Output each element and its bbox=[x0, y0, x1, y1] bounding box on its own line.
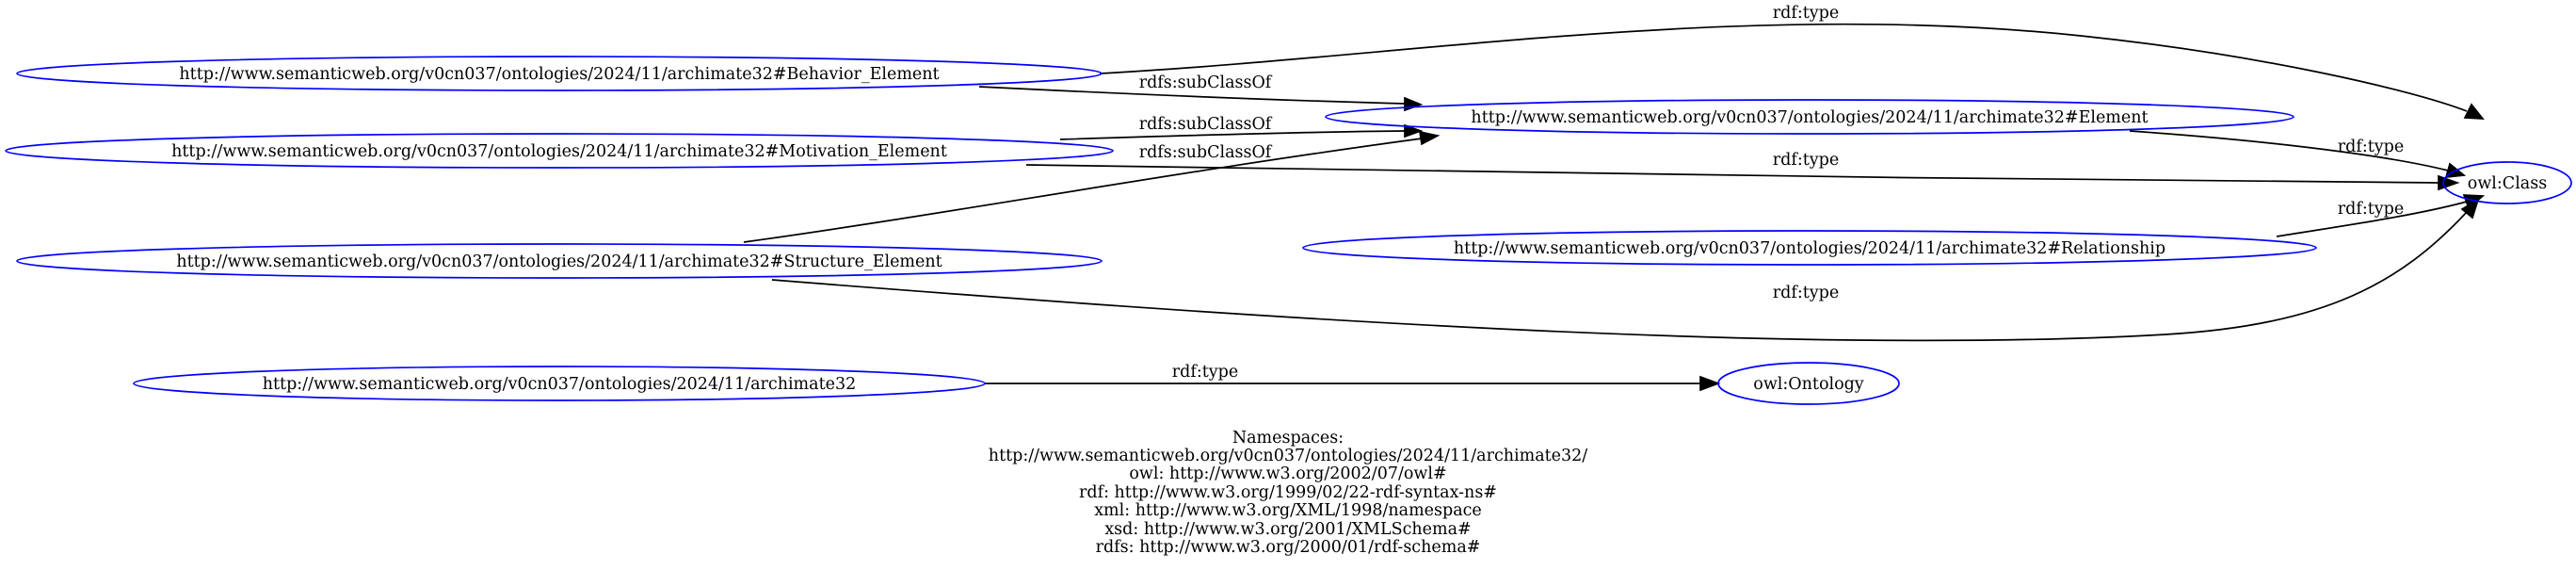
edge-label-motivation-subclassof: rdfs:subClassOf bbox=[1139, 115, 1273, 134]
node-element[interactable]: http://www.semanticweb.org/v0cn037/ontol… bbox=[1325, 99, 2294, 135]
edge-behavior-subclassof: rdfs:subClassOf bbox=[978, 73, 1424, 112]
node-behavior-element[interactable]: http://www.semanticweb.org/v0cn037/ontol… bbox=[16, 56, 1103, 91]
namespaces-heading: Namespaces: bbox=[1232, 429, 1344, 448]
node-owl-class[interactable]: owl:Class bbox=[2442, 161, 2572, 204]
edge-element-type: rdf:type bbox=[2129, 130, 2467, 178]
node-motivation-element[interactable]: http://www.semanticweb.org/v0cn037/ontol… bbox=[5, 133, 1114, 169]
namespaces-legend: Namespaces: http://www.semanticweb.org/v… bbox=[989, 429, 1587, 557]
node-label-behavior-element: http://www.semanticweb.org/v0cn037/ontol… bbox=[179, 65, 939, 84]
edge-label-structure-type: rdf:type bbox=[1773, 284, 1839, 302]
edge-label-motivation-type: rdf:type bbox=[1773, 151, 1839, 170]
node-owl-ontology[interactable]: owl:Ontology bbox=[1717, 362, 1900, 405]
namespace-line: xml: http://www.w3.org/XML/1998/namespac… bbox=[1094, 501, 1482, 520]
node-label-structure-element: http://www.semanticweb.org/v0cn037/ontol… bbox=[176, 252, 942, 271]
edge-behavior-type: rdf:type bbox=[1099, 4, 2485, 120]
edge-relationship-type: rdf:type bbox=[2276, 194, 2486, 237]
edge-label-structure-subclassof: rdfs:subClassOf bbox=[1139, 143, 1273, 162]
node-archimate32-ontology[interactable]: http://www.semanticweb.org/v0cn037/ontol… bbox=[133, 366, 986, 401]
edge-motivation-subclassof: rdfs:subClassOf bbox=[1059, 115, 1424, 140]
edge-label-behavior-subclassof: rdfs:subClassOf bbox=[1139, 73, 1273, 92]
namespace-line: xsd: http://www.w3.org/2001/XMLSchema# bbox=[1104, 520, 1471, 539]
node-label-element: http://www.semanticweb.org/v0cn037/ontol… bbox=[1471, 108, 2148, 127]
namespace-line: rdfs: http://www.w3.org/2000/01/rdf-sche… bbox=[1096, 538, 1481, 557]
node-label-motivation-element: http://www.semanticweb.org/v0cn037/ontol… bbox=[171, 142, 947, 161]
edge-label-relationship-type: rdf:type bbox=[2338, 200, 2404, 219]
edge-ontology-type: rdf:type bbox=[985, 363, 1721, 392]
node-label-owl-class: owl:Class bbox=[2468, 174, 2547, 193]
node-relationship[interactable]: http://www.semanticweb.org/v0cn037/ontol… bbox=[1302, 230, 2317, 266]
namespace-line: http://www.semanticweb.org/v0cn037/ontol… bbox=[989, 447, 1587, 465]
edge-label-behavior-type: rdf:type bbox=[1773, 4, 1839, 23]
edge-label-ontology-type: rdf:type bbox=[1172, 363, 1238, 382]
node-label-relationship: http://www.semanticweb.org/v0cn037/ontol… bbox=[1454, 239, 2165, 258]
namespace-line: rdf: http://www.w3.org/1999/02/22-rdf-sy… bbox=[1079, 483, 1497, 502]
node-label-archimate32-ontology: http://www.semanticweb.org/v0cn037/ontol… bbox=[263, 375, 857, 394]
node-structure-element[interactable]: http://www.semanticweb.org/v0cn037/ontol… bbox=[16, 243, 1103, 279]
namespace-line: owl: http://www.w3.org/2002/07/owl# bbox=[1129, 464, 1446, 483]
edge-label-element-type: rdf:type bbox=[2338, 138, 2404, 156]
node-label-owl-ontology: owl:Ontology bbox=[1753, 375, 1864, 394]
edge-structure-type: rdf:type bbox=[771, 198, 2480, 342]
edge-structure-subclassof: rdfs:subClassOf bbox=[743, 130, 1441, 243]
